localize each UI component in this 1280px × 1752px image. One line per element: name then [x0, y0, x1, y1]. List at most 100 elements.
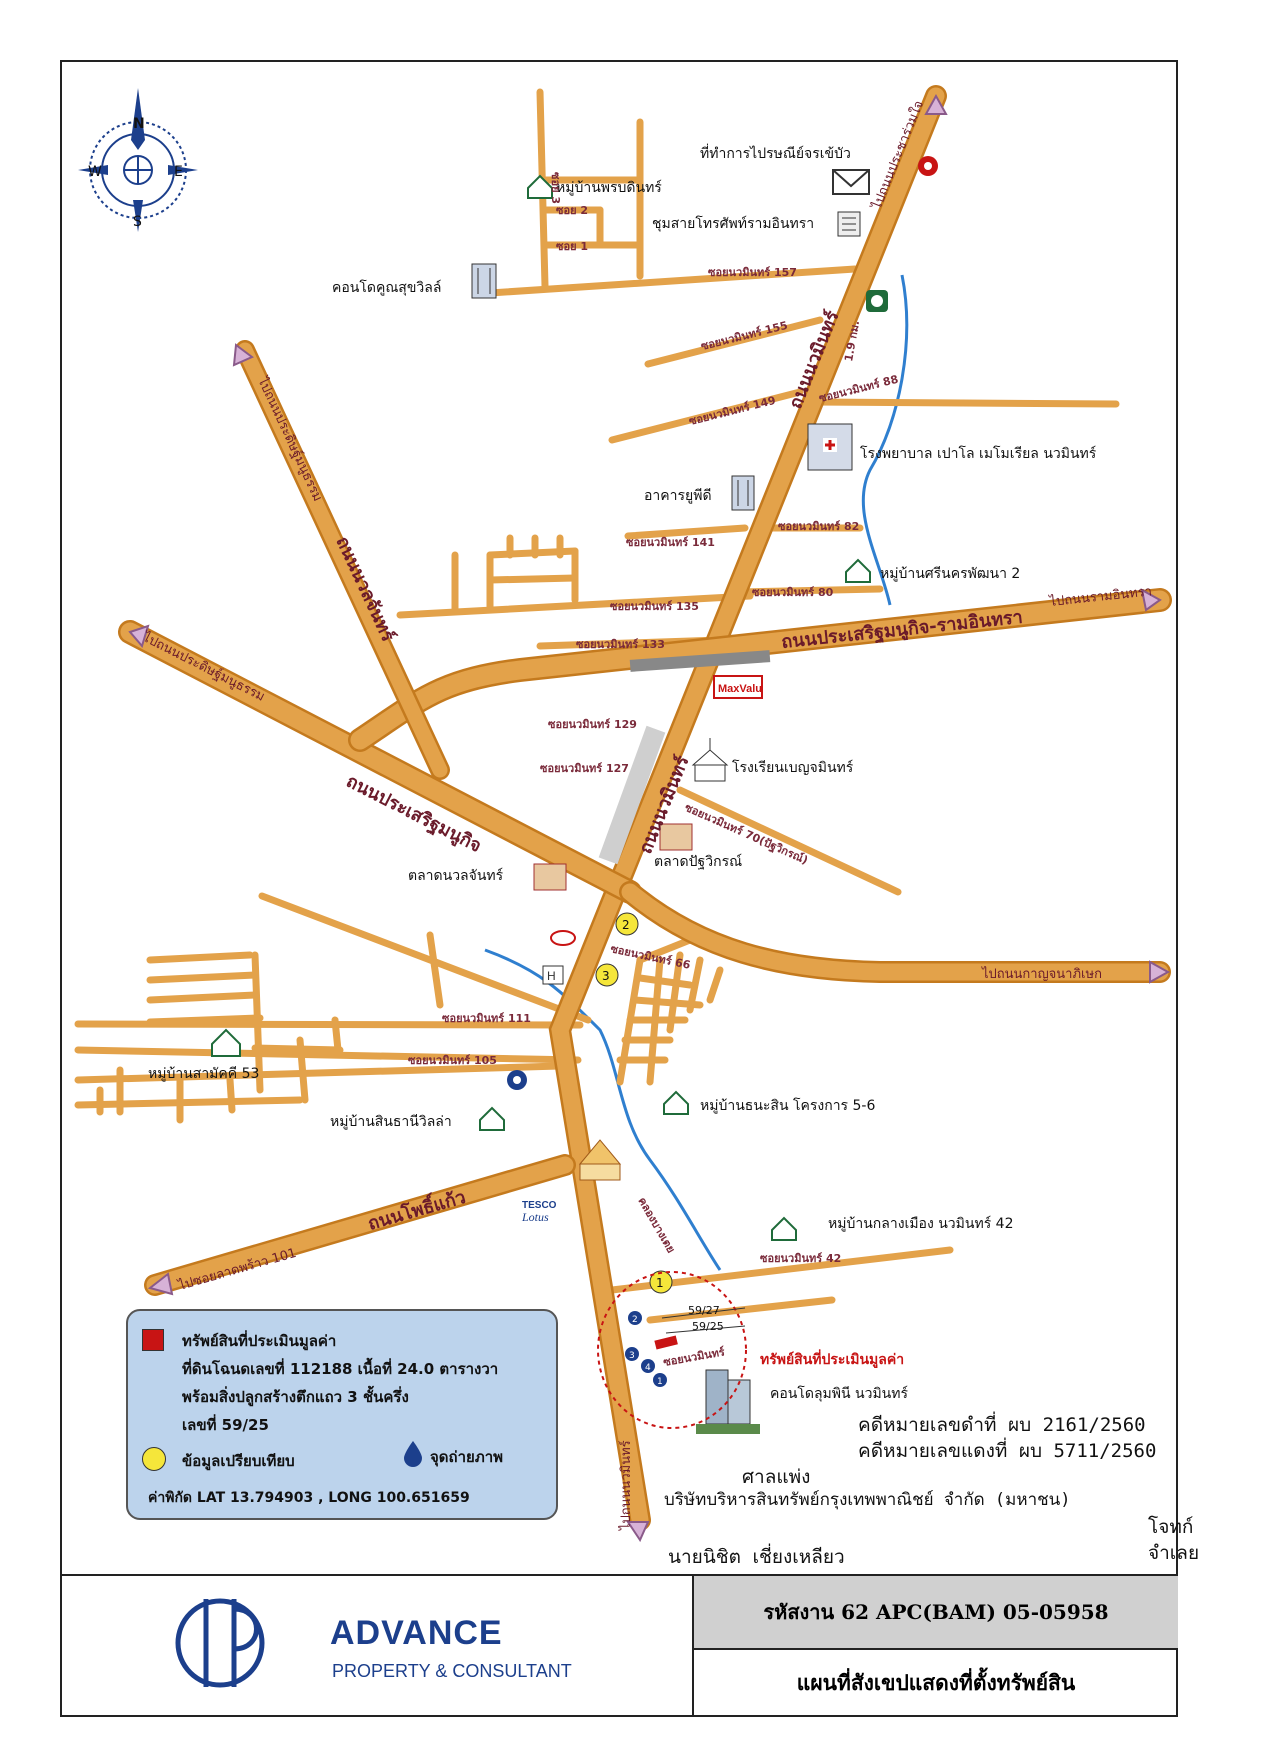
- brand-subtitle: PROPERTY & CONSULTANT: [332, 1661, 572, 1681]
- label-market-nuanchan: ตลาดนวลจันทร์: [408, 867, 504, 884]
- village-icon-klangmuang: [771, 1216, 797, 1241]
- label-to-south: ไปถนนนวมินทร์: [618, 1440, 634, 1531]
- label-soi-129: ซอยนวมินทร์ 129: [548, 718, 637, 731]
- label-soi-141: ซอยนวมินทร์ 141: [626, 536, 715, 549]
- plot-line-a: [661, 1307, 746, 1319]
- label-village-sinthani: หมู่บ้านสินธานีวิลล่า: [330, 1114, 452, 1130]
- label-village-thanasin: หมู่บ้านธนะสิน โครงการ 5-6: [700, 1097, 875, 1114]
- direction-point-2-label: 2: [632, 1315, 638, 1325]
- plot-a-label: 59/27: [688, 1304, 720, 1317]
- label-to-pracha-uthit-left: ไปถนนประดิษฐ์มนูธรรม: [139, 629, 267, 705]
- village-icon-pornbadin: [527, 174, 553, 199]
- label-soi-149: ซอยนวมินทร์ 149: [688, 394, 777, 428]
- legend-coords: ค่าพิกัด LAT 13.794903 , LONG 100.651659: [148, 1490, 470, 1506]
- tesco-logo-icon: TESCO Lotus: [521, 1200, 557, 1224]
- school-icon: [691, 738, 729, 782]
- plot-line-b: [665, 1325, 746, 1334]
- label-phone-exchange: ชุมสายโทรศัพท์รามอินทรา: [652, 215, 814, 232]
- overpass-mark: [629, 650, 771, 672]
- compare-point-1-label: 1: [656, 1276, 664, 1290]
- mail-icon: [832, 169, 870, 195]
- tesco-label: TESCO: [522, 1200, 557, 1211]
- map-title: แผนที่สังเขปแสดงที่ตั้งทรัพย์สิน: [796, 1671, 1076, 1695]
- stamp-line-2: คดีหมายเลขแดงที่ ผบ 5711/2560: [858, 1440, 1157, 1462]
- direction-point-3: [625, 1347, 639, 1361]
- label-soi-3: ซอย 3: [549, 172, 562, 204]
- label-soi-105: ซอยนวมินทร์ 105: [408, 1054, 497, 1067]
- direction-point-4-label: 4: [645, 1363, 651, 1373]
- comparison-points: 2 3 1: [595, 912, 673, 1294]
- stamp-line-1: คดีหมายเลขดำที่ ผบ 2161/2560: [858, 1414, 1146, 1436]
- label-to-kanchanaphisek: ไปถนนกาญจนาภิเษก: [981, 966, 1102, 982]
- hospital-icon: [807, 423, 853, 471]
- village-icon-srinakhon: [845, 558, 871, 583]
- building-icons: MaxValu H TESCO Lotus: [471, 156, 938, 1434]
- label-prasert-ramintra: ถนนประเสริฐมนูกิจ-รามอินทรา: [780, 607, 1023, 654]
- compass-e: E: [174, 164, 183, 180]
- main-roads: [118, 85, 1172, 1531]
- title-block-divider: [692, 1576, 694, 1717]
- village-icon-sammakkhi: [211, 1028, 241, 1057]
- photo-drop-icon: [404, 1441, 422, 1467]
- legend-compare: ข้อมูลเปรียบเทียบ: [182, 1452, 295, 1470]
- compare-point-3-label: 3: [602, 969, 610, 983]
- legend-line-3: เลขที่ 59/25: [182, 1416, 269, 1434]
- minor-roads: [74, 88, 1120, 1324]
- plot-b-label: 59/25: [692, 1320, 724, 1333]
- label-to-pracha-uthit: ไปถนนประดิษฐ์มนูธรรม: [254, 374, 326, 504]
- honda-icon: H: [542, 965, 564, 985]
- direction-point-4: [641, 1359, 655, 1373]
- label-soi-127: ซอยนวมินทร์ 127: [540, 762, 629, 775]
- direction-point-3-label: 3: [629, 1351, 635, 1361]
- stamp-line-4: บริษัทบริหารสินทรัพย์กรุงเทพพาณิชย์ จำกั…: [664, 1490, 1071, 1510]
- label-soi-1: ซอย 1: [556, 240, 588, 253]
- compare-point-1: [649, 1270, 673, 1294]
- compass-n: N: [133, 116, 145, 132]
- svg-text:H: H: [547, 969, 556, 983]
- village-icon-sinthani: [479, 1106, 505, 1131]
- label-soi-82: ซอยนวมินทร์ 82: [778, 520, 859, 533]
- road-arrows: [128, 93, 1171, 1543]
- label-canal: คลองบางเตย: [635, 1195, 677, 1255]
- direction-point-2: [628, 1311, 642, 1325]
- label-soi-133: ซอยนวมินทร์ 133: [576, 638, 665, 651]
- label-yupd: อาคารยูพีดี: [644, 488, 712, 504]
- label-condo-lumpini: คอนโดลุมพินี นวมินทร์: [770, 1385, 908, 1402]
- compare-point-2: [615, 912, 639, 936]
- label-village-klangmuang: หมู่บ้านกลางเมือง นวมินทร์ 42: [828, 1215, 1013, 1232]
- lotus-label: Lotus: [521, 1210, 549, 1224]
- bank-icon: [866, 290, 888, 312]
- condo-building-icon: [471, 263, 497, 299]
- label-soi-111: ซอยนวมินทร์ 111: [442, 1012, 531, 1025]
- maxvalu-sign-icon: MaxValu: [713, 675, 763, 699]
- label-soi-135: ซอยนวมินทร์ 135: [610, 600, 699, 613]
- map-legend: ทรัพย์สินที่ประเมินมูลค่า ที่ดินโฉนดเลขท…: [126, 1309, 558, 1520]
- phone-exchange-icon: [837, 211, 861, 237]
- legend-line-2: พร้อมสิ่งปลูกสร้างตึกแถว 3 ชั้นครึ่ง: [182, 1388, 409, 1406]
- stamp-line-6: นายนิชิต เชี่ยงเหลียว: [668, 1546, 845, 1568]
- compare-point-2-label: 2: [622, 918, 630, 932]
- market-icon: [533, 823, 693, 891]
- subject-legend-swatch: [142, 1329, 164, 1351]
- village-house-icons: [211, 174, 871, 1241]
- road-gray-band: [598, 725, 666, 865]
- label-post-office: ที่ทำการไปรษณีย์จรเข้บัว: [700, 144, 851, 162]
- compass-s: S: [133, 214, 142, 230]
- label-school: โรงเรียนเบญจมินทร์: [732, 759, 854, 776]
- label-hospital: โรงพยาบาล เปาโล เมโมเรียล นวมินทร์: [860, 445, 1097, 462]
- fuel-station-icon: [918, 156, 938, 176]
- stamp-line-5: โจทก์: [1148, 1516, 1194, 1538]
- direction-point-1-label: 1: [657, 1377, 663, 1387]
- stamp-line-7: จำเลย: [1148, 1542, 1200, 1564]
- label-soi-157: ซอยนวมินทร์ 157: [708, 266, 797, 279]
- label-soi-80: ซอยนวมินทร์ 80: [752, 586, 834, 599]
- label-village-pornbadin: หมู่บ้านพรบดินทร์: [556, 179, 662, 196]
- ptt-icon: [507, 1070, 527, 1090]
- label-soi-subject: ซอยนวมินทร์: [662, 1345, 726, 1369]
- label-condo-kunsuk: คอนโดคูณสุขวิลล์: [332, 279, 441, 296]
- label-soi-155: ซอยนวมินทร์ 155: [700, 319, 789, 353]
- legend-title: ทรัพย์สินที่ประเมินมูลค่า: [182, 1332, 337, 1350]
- label-market-pattawikorn: ตลาดปัฐวิกรณ์: [654, 853, 742, 870]
- toyota-icon: [550, 930, 576, 946]
